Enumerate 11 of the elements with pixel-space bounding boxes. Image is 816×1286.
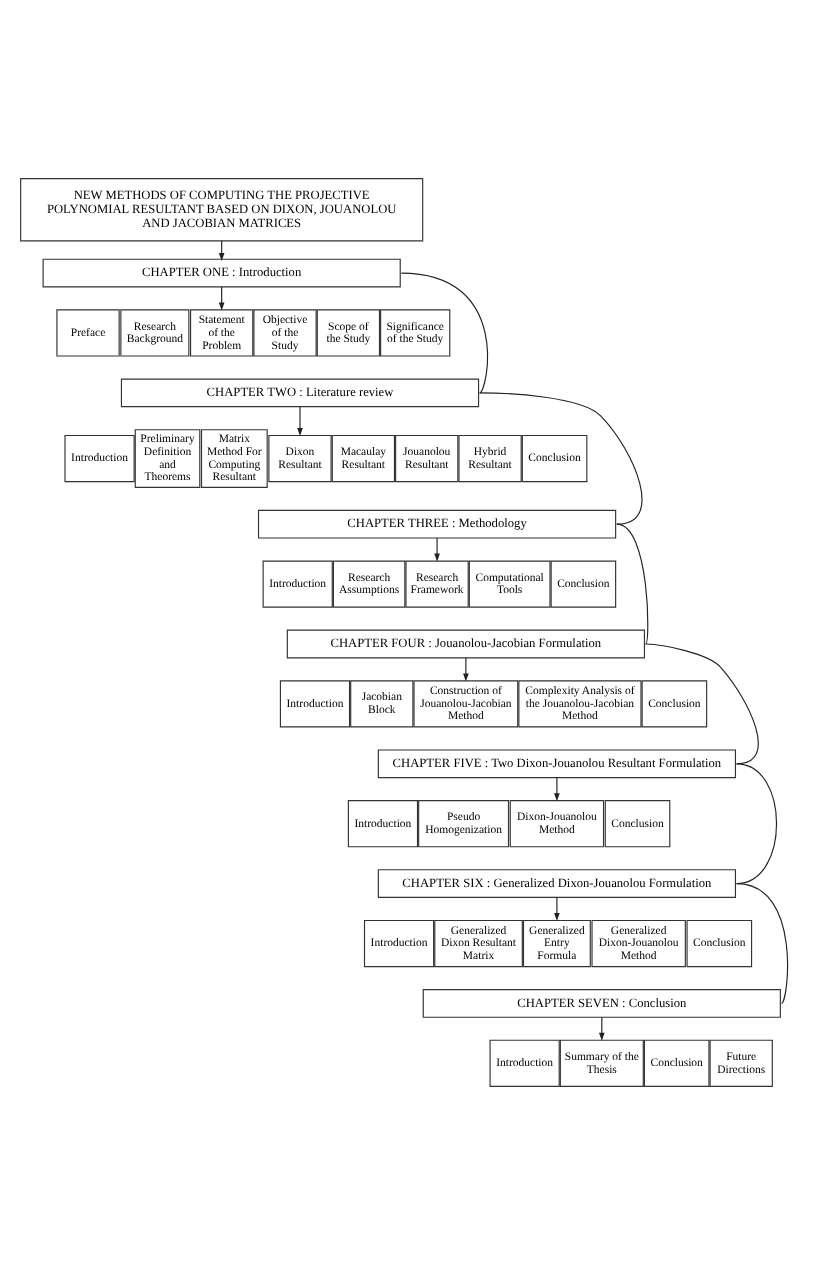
connector [400,271,489,393]
connector [736,762,778,884]
connector [736,882,789,1003]
arrow [554,895,560,921]
arrow [297,405,303,436]
connector [645,642,759,764]
arrow [434,536,440,561]
arrow [554,776,560,801]
connector [616,522,649,644]
arrow [463,656,469,681]
connector [479,391,643,524]
